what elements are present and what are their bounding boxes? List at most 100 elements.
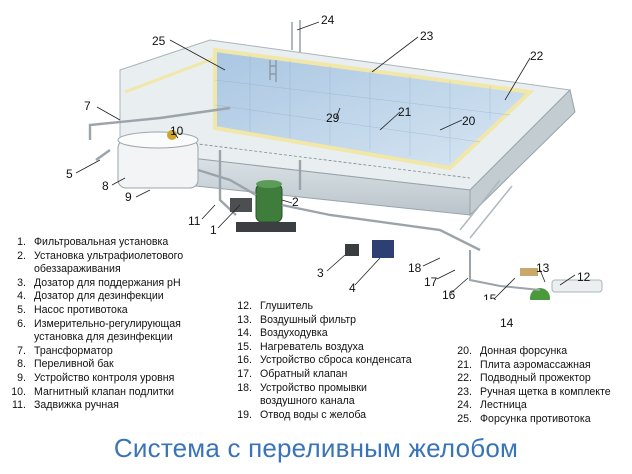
legend-number: 4. bbox=[10, 290, 26, 304]
legend-number: 9. bbox=[10, 372, 26, 386]
overflow-tank bbox=[118, 132, 198, 188]
legend-text: Обратный клапан bbox=[260, 368, 347, 380]
legend-number: 3. bbox=[10, 277, 26, 291]
legend-text: Форсунка противотока bbox=[480, 413, 591, 425]
legend-item: 10. Магнитный клапан подлитки bbox=[10, 386, 174, 400]
callout-21: 21 bbox=[398, 105, 412, 119]
callout-24: 24 bbox=[321, 13, 335, 27]
legend-text: Насос противотока bbox=[34, 304, 128, 316]
legend-item: 6. Измерительно-регулирующая bbox=[10, 318, 181, 332]
legend-item: установка для дезинфекции bbox=[10, 331, 173, 345]
callout-2: 2 bbox=[292, 195, 299, 209]
legend-number: 11. bbox=[10, 399, 26, 413]
legend-number: 20. bbox=[454, 345, 472, 359]
callout-25: 25 bbox=[152, 34, 166, 48]
legend-text: Донная форсунка bbox=[480, 345, 567, 357]
legend-item: 14. Воздуходувка bbox=[234, 327, 328, 341]
legend-number: 24. bbox=[454, 399, 472, 413]
legend-number: 10. bbox=[10, 386, 26, 400]
legend-item: 1. Фильтровальная установка bbox=[10, 236, 168, 250]
legend-item: 11. Задвижка ручная bbox=[10, 399, 119, 413]
legend-text: Лестница bbox=[480, 399, 527, 411]
callout-10: 10 bbox=[170, 124, 184, 138]
callout-22: 22 bbox=[530, 49, 544, 63]
callout-11: 11 bbox=[188, 214, 201, 228]
legend-item: 13. Воздушный фильтр bbox=[234, 314, 356, 328]
legend-text: Устройство контроля уровня bbox=[34, 372, 174, 384]
legend-number: 1. bbox=[10, 236, 26, 250]
legend-number: 22. bbox=[454, 372, 472, 386]
legend-item: 16. Устройство сброса конденсата bbox=[234, 354, 412, 368]
legend-text: Устройство сброса конденсата bbox=[260, 354, 412, 366]
legend-item: 25. Форсунка противотока bbox=[454, 413, 591, 427]
legend-text: установка для дезинфекции bbox=[34, 331, 173, 343]
legend-text: Подводный прожектор bbox=[480, 372, 591, 384]
legend-item: 17. Обратный клапан bbox=[234, 368, 347, 382]
legend-text: Воздуходувка bbox=[260, 327, 328, 339]
callout-5: 5 bbox=[66, 167, 73, 181]
legend-number: 23. bbox=[454, 386, 472, 400]
legend-text: Установка ультрафиолетового bbox=[34, 250, 183, 262]
legend-text: Плита аэромассажная bbox=[480, 359, 591, 371]
legend-item: 5.Насос противотока bbox=[10, 304, 128, 318]
legend-item: 9. Устройство контроля уровня bbox=[10, 372, 174, 386]
legend-item: 18. Устройство промывки bbox=[234, 382, 367, 396]
legend-text: обеззараживания bbox=[34, 263, 121, 275]
legend-text: Ручная щетка в комплекте bbox=[480, 386, 611, 398]
legend-item: воздушного канала bbox=[234, 395, 355, 409]
diagram-caption: Система с переливным желобом bbox=[0, 433, 632, 464]
legend-number: 25. bbox=[454, 413, 472, 427]
legend-item: обеззараживания bbox=[10, 263, 121, 277]
legend-text: Отвод воды с желоба bbox=[260, 409, 366, 421]
legend-item: 12. Глушитель bbox=[234, 300, 313, 314]
legend-item: 7. Трансформатор bbox=[10, 345, 113, 359]
legend-number: 7. bbox=[10, 345, 26, 359]
legend-item: 21. Плита аэромассажная bbox=[454, 359, 591, 373]
legend-number: 2. bbox=[10, 250, 26, 264]
legend-text: Дозатор для дезинфекции bbox=[34, 290, 164, 302]
legend-item: 4. Дозатор для дезинфекции bbox=[10, 290, 164, 304]
legend-text: Дозатор для поддержания pH bbox=[34, 277, 181, 289]
legend-number: 8. bbox=[10, 358, 26, 372]
callout-8: 8 bbox=[102, 179, 109, 193]
callout-23: 23 bbox=[420, 29, 434, 43]
legend-item: 20. Донная форсунка bbox=[454, 345, 567, 359]
legend-number: 21. bbox=[454, 359, 472, 373]
legend-text: Глушитель bbox=[260, 300, 313, 312]
legend-text: Нагреватель воздуха bbox=[260, 341, 364, 353]
legend-item: 15. Нагреватель воздуха bbox=[234, 341, 364, 355]
legend-item: 8. Переливной бак bbox=[10, 358, 114, 372]
legend-number: 12. bbox=[234, 300, 252, 314]
legend-text: Воздушный фильтр bbox=[260, 314, 356, 326]
legend-number: 13. bbox=[234, 314, 252, 328]
legend-number: 6. bbox=[10, 318, 26, 332]
legend-item: 23. Ручная щетка в комплекте bbox=[454, 386, 611, 400]
callout-9: 9 bbox=[125, 190, 132, 204]
legend-number: 16. bbox=[234, 354, 252, 368]
legend-number: 15. bbox=[234, 341, 252, 355]
legend-text: Измерительно-регулирующая bbox=[34, 318, 181, 330]
legend-text: Переливной бак bbox=[34, 358, 114, 370]
pool-basin bbox=[120, 40, 575, 215]
legend-number: 19. bbox=[234, 409, 252, 423]
legend-item: 24. Лестница bbox=[454, 399, 527, 413]
callout-7: 7 bbox=[84, 99, 91, 113]
legend-text: Фильтровальная установка bbox=[34, 236, 168, 248]
callout-29: 29 bbox=[326, 111, 340, 125]
legend-text: Трансформатор bbox=[34, 345, 113, 357]
uv-unit bbox=[230, 198, 252, 212]
legend-text: воздушного канала bbox=[260, 395, 355, 407]
legend-item: 2. Установка ультрафиолетового bbox=[10, 250, 183, 264]
legend-number: 14. bbox=[234, 327, 252, 341]
legend-item: 3. Дозатор для поддержания pH bbox=[10, 277, 181, 291]
legend-text: Задвижка ручная bbox=[34, 399, 119, 411]
legend-item: 22. Подводный прожектор bbox=[454, 372, 591, 386]
callout-1: 1 bbox=[210, 223, 217, 237]
legend-number: 18. bbox=[234, 382, 252, 396]
legend-text: Устройство промывки bbox=[260, 382, 367, 394]
legend-item: 19. Отвод воды с желоба bbox=[234, 409, 366, 423]
callout-20: 20 bbox=[462, 114, 476, 128]
legend-number: 17. bbox=[234, 368, 252, 382]
legend-text: Магнитный клапан подлитки bbox=[34, 386, 174, 398]
legend: 1. Фильтровальная установка 2. Установка ул… bbox=[0, 236, 632, 436]
